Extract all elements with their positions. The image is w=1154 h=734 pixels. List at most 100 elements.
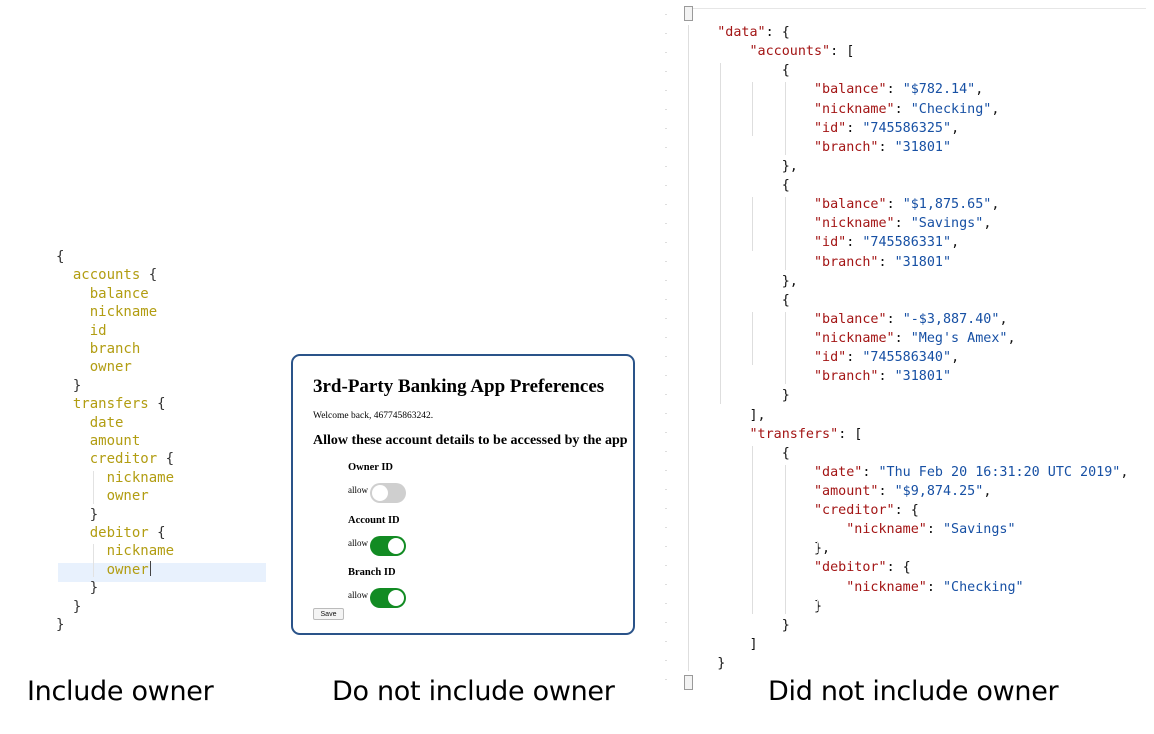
json-line: "accounts": [ bbox=[685, 42, 855, 61]
preferences-dialog: 3rd-Party Banking App Preferences Welcom… bbox=[291, 354, 635, 635]
json-string-value: "Checking" bbox=[910, 101, 992, 117]
json-key: "data" bbox=[717, 25, 766, 41]
toggle-knob bbox=[388, 538, 404, 554]
json-punctuation bbox=[685, 25, 717, 40]
json-line: "balance": "$1,875.65", bbox=[685, 195, 999, 214]
caption-do-not-include-owner: Do not include owner bbox=[332, 676, 615, 707]
json-line: } bbox=[685, 616, 790, 635]
query-line: id bbox=[56, 322, 107, 339]
dialog-title: 3rd-Party Banking App Preferences bbox=[313, 376, 605, 397]
query-line: owner bbox=[56, 560, 151, 578]
text-cursor bbox=[149, 560, 151, 576]
json-line: }, bbox=[685, 157, 798, 176]
json-punctuation: : { bbox=[886, 560, 911, 576]
owner-id-allow-label: allow bbox=[348, 485, 368, 495]
indent-guide bbox=[752, 197, 754, 251]
json-punctuation: : bbox=[926, 522, 943, 538]
json-line: ], bbox=[685, 406, 766, 425]
json-punctuation bbox=[685, 503, 814, 518]
indent-guide bbox=[816, 598, 818, 611]
json-punctuation: , bbox=[1120, 464, 1129, 480]
json-line: { bbox=[685, 61, 790, 80]
json-string-value: "745586331" bbox=[862, 235, 952, 251]
json-punctuation: ], bbox=[685, 407, 766, 423]
branch-id-allow-label: allow bbox=[348, 590, 368, 600]
json-key: "nickname" bbox=[814, 216, 895, 232]
json-line: "nickname": "Savings" bbox=[685, 520, 1015, 539]
json-key: "branch" bbox=[814, 139, 879, 155]
json-punctuation: }, bbox=[685, 273, 798, 289]
brace: } bbox=[56, 617, 65, 633]
json-punctuation: { bbox=[685, 63, 790, 79]
json-punctuation bbox=[685, 102, 814, 117]
json-punctuation: : bbox=[894, 101, 911, 117]
toggle-knob bbox=[372, 485, 388, 501]
json-punctuation: ] bbox=[685, 636, 758, 652]
account-id-toggle[interactable] bbox=[370, 536, 406, 556]
json-punctuation: , bbox=[999, 311, 1008, 327]
json-punctuation bbox=[685, 331, 814, 346]
json-punctuation: , bbox=[1007, 331, 1016, 347]
json-line: "transfers": [ bbox=[685, 425, 863, 444]
owner-id-label: Owner ID bbox=[348, 462, 394, 473]
json-punctuation bbox=[685, 140, 814, 155]
json-punctuation: } bbox=[685, 598, 823, 614]
brace: } bbox=[89, 580, 99, 597]
query-line: } bbox=[56, 616, 64, 635]
indent-guide bbox=[93, 470, 95, 504]
brace: { bbox=[148, 525, 166, 541]
json-punctuation: : bbox=[862, 464, 879, 480]
indent-guide bbox=[784, 464, 786, 614]
json-punctuation: , bbox=[991, 197, 1000, 213]
json-punctuation: : bbox=[886, 311, 903, 327]
json-key: "nickname" bbox=[846, 579, 927, 595]
json-line: "nickname": "Meg's Amex", bbox=[685, 329, 1016, 348]
json-punctuation: : bbox=[894, 331, 911, 347]
indent-guide bbox=[720, 63, 722, 404]
json-key: "branch" bbox=[814, 254, 879, 270]
query-line: } bbox=[56, 579, 98, 598]
brace: } bbox=[89, 506, 99, 523]
json-punctuation: : bbox=[894, 216, 911, 232]
owner-id-toggle[interactable] bbox=[370, 483, 406, 503]
json-key: "branch" bbox=[814, 369, 879, 385]
json-punctuation bbox=[685, 216, 814, 231]
json-line: "branch": "31801" bbox=[685, 253, 951, 272]
query-line: accounts { bbox=[56, 267, 158, 284]
json-punctuation bbox=[685, 44, 750, 59]
welcome-text: Welcome back, 467745863242. bbox=[313, 411, 434, 421]
json-punctuation: { bbox=[685, 445, 790, 461]
json-line: "debitor": { bbox=[685, 558, 911, 577]
graphql-query-editor[interactable]: { accounts { balance nickname id branch … bbox=[56, 248, 266, 648]
account-id-label: Account ID bbox=[348, 515, 400, 526]
json-key: "balance" bbox=[814, 197, 887, 213]
json-punctuation: : bbox=[886, 82, 903, 98]
json-line: { bbox=[685, 291, 790, 310]
branch-id-toggle[interactable] bbox=[370, 588, 406, 608]
json-key: "id" bbox=[814, 120, 847, 136]
json-punctuation: , bbox=[975, 82, 984, 98]
query-line: nickname bbox=[56, 543, 175, 560]
json-string-value: "Savings" bbox=[910, 216, 984, 232]
json-punctuation bbox=[685, 82, 814, 97]
json-key: "date" bbox=[814, 464, 863, 480]
query-line: } bbox=[56, 598, 81, 617]
json-punctuation: : bbox=[878, 369, 895, 385]
query-line: balance bbox=[56, 285, 149, 302]
json-line: } bbox=[685, 597, 822, 616]
json-string-value: "$782.14" bbox=[902, 82, 976, 98]
json-punctuation: } bbox=[685, 656, 726, 672]
json-punctuation: , bbox=[983, 216, 992, 232]
brace: { bbox=[56, 249, 65, 265]
json-punctuation bbox=[685, 580, 846, 595]
json-key: "balance" bbox=[814, 311, 887, 327]
caption-did-not-include-owner: Did not include owner bbox=[768, 676, 1059, 707]
caption-include-owner: Include owner bbox=[27, 676, 214, 707]
json-punctuation: }, bbox=[685, 158, 798, 174]
json-key: "balance" bbox=[814, 82, 887, 98]
indent-guide bbox=[784, 311, 786, 385]
json-punctuation bbox=[685, 121, 814, 136]
indent-guide bbox=[752, 311, 754, 366]
save-button[interactable]: Save bbox=[313, 608, 344, 620]
editor-gutter bbox=[665, 14, 667, 694]
